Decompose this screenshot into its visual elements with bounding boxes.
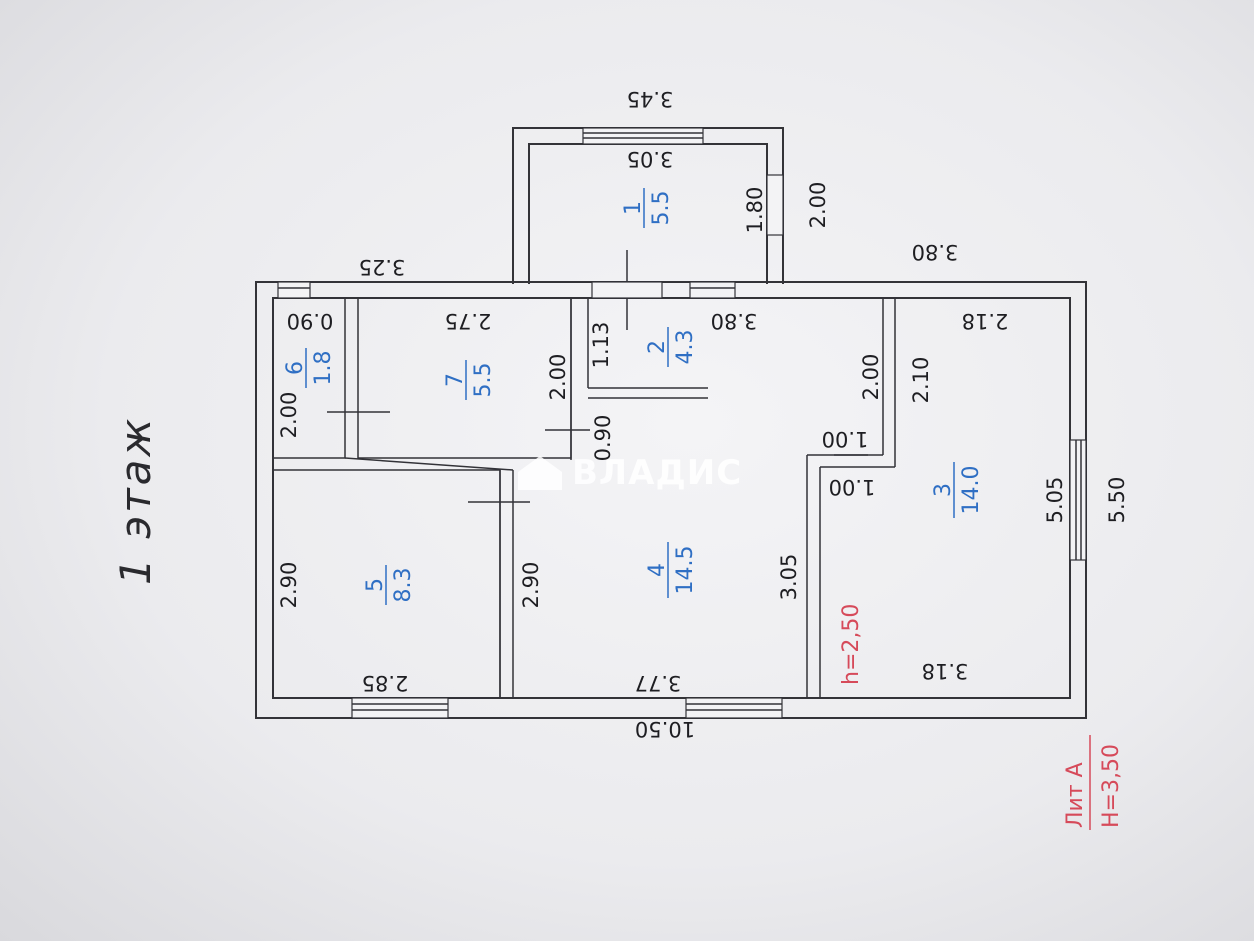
- dim-annex-outer: 3.45: [627, 87, 674, 111]
- room-area: 5.5: [471, 363, 496, 398]
- room-area: 14.5: [673, 546, 698, 595]
- room-number: 7: [443, 373, 468, 387]
- room-number: 1: [621, 201, 646, 215]
- dim-r5-w: 2.85: [362, 671, 409, 695]
- dim-r3-h2: 5.05: [1043, 477, 1067, 524]
- dim-r2-h1: 1.13: [589, 322, 613, 369]
- lit-label: Лит А H=3,50: [1063, 735, 1124, 830]
- dim-r2-h2: 0.90: [591, 415, 615, 462]
- dim-r4-w: 3.77: [635, 671, 682, 695]
- dim-r3-d2: 1.00: [829, 475, 876, 499]
- dim-r6-h: 2.00: [277, 392, 301, 439]
- vertical-dimension-labels: 1.80 2.00 2.00 2.00 1.13 0.90 2.00 2.10 …: [277, 182, 1129, 609]
- room-label-7: 7 5.5: [443, 360, 496, 400]
- room-area: 5.5: [649, 191, 674, 226]
- house-logo-icon: [518, 456, 562, 490]
- dim-annex-w1: 1.80: [743, 187, 767, 234]
- dim-r3-h1: 2.10: [909, 357, 933, 404]
- room-labels: 1 5.5 2 4.3 3 14.0 4 14.5 5 8.3 6 1.8: [283, 188, 984, 605]
- dim-r6-w: 0.90: [287, 309, 334, 333]
- room-number: 2: [645, 340, 670, 354]
- room-area: 1.8: [311, 351, 336, 386]
- room-number: 3: [931, 483, 956, 497]
- dim-r3-w1: 2.18: [962, 309, 1009, 333]
- lit-height: H=3,50: [1099, 744, 1124, 828]
- dimension-labels: 3.45 3.05 3.25 3.80 0.90 2.75 3.80 2.18 …: [287, 87, 1009, 741]
- room-label-4: 4 14.5: [645, 542, 698, 598]
- windows: [277, 127, 1087, 719]
- dim-r2-h3: 2.00: [859, 354, 883, 401]
- room-number: 4: [645, 563, 670, 577]
- room-area: 14.0: [959, 466, 984, 515]
- room-label-6: 6 1.8: [283, 348, 336, 388]
- walls: [255, 127, 1087, 719]
- room-label-3: 3 14.0: [931, 462, 984, 518]
- dim-r2-w: 3.80: [711, 309, 758, 333]
- dim-right-ext: 3.80: [912, 240, 959, 264]
- dim-r5-h2: 2.90: [519, 562, 543, 609]
- room-label-2: 2 4.3: [645, 327, 698, 367]
- room-number: 5: [363, 578, 388, 592]
- dim-r3-d1: 1.00: [822, 427, 869, 451]
- dim-annex-w2: 2.00: [806, 182, 830, 229]
- room-label-1: 1 5.5: [621, 188, 674, 228]
- lit-name: Лит А: [1063, 762, 1088, 828]
- dim-r5-h1: 2.90: [277, 562, 301, 609]
- ceiling-height: h=2,50: [839, 604, 864, 685]
- room-area: 4.3: [673, 330, 698, 365]
- room-number: 6: [283, 361, 308, 375]
- dim-annex-inner: 3.05: [627, 147, 674, 171]
- watermark-text: ВЛАДИС: [572, 453, 742, 493]
- dim-r3-w2: 3.18: [922, 659, 969, 683]
- floor-title: 1 этаж: [111, 416, 160, 585]
- dim-r7-h: 2.00: [546, 354, 570, 401]
- dim-outer-right: 5.50: [1105, 477, 1129, 524]
- watermark: ВЛАДИС: [518, 453, 742, 493]
- room-area: 8.3: [391, 568, 416, 603]
- dim-r4-h: 3.05: [777, 554, 801, 601]
- dim-outer-top: 10.50: [635, 717, 695, 741]
- room-label-5: 5 8.3: [363, 565, 416, 605]
- dim-r7-w: 2.75: [445, 309, 492, 333]
- dim-left-ext: 3.25: [359, 255, 406, 279]
